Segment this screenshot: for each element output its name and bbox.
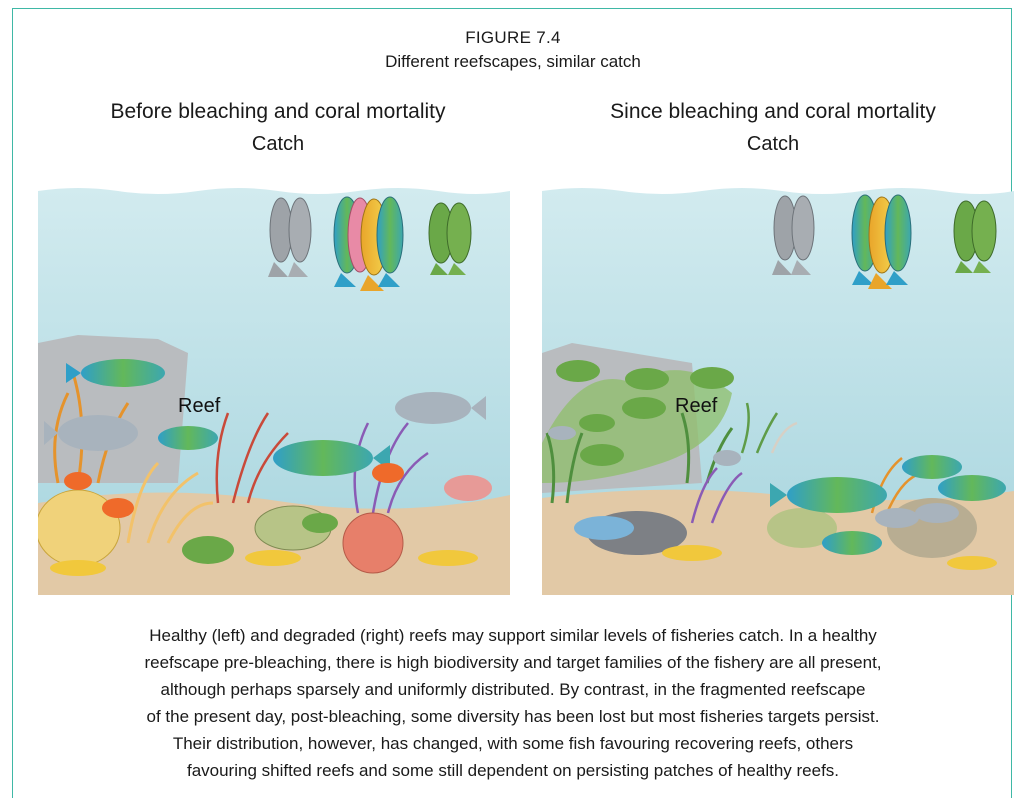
reefscape-since-illustration: [542, 183, 1014, 595]
panel-heading-before: Before bleaching and coral mortality: [38, 100, 518, 124]
figure-number: FIGURE 7.4: [0, 28, 1026, 48]
reef-label-before: Reef: [178, 395, 220, 418]
reef-label-since: Reef: [675, 395, 717, 418]
caption-line: favouring shifted reefs and some still d…: [30, 757, 996, 784]
caption-line: although perhaps sparsely and uniformly …: [30, 676, 996, 703]
catch-label-before: Catch: [38, 133, 518, 156]
caption-line: Their distribution, however, has changed…: [30, 730, 996, 757]
caption-line: of the present day, post-bleaching, some…: [30, 703, 996, 730]
panel-heading-since: Since bleaching and coral mortality: [533, 100, 1013, 124]
reefscape-before: Reef: [38, 183, 510, 595]
catch-label-since: Catch: [533, 133, 1013, 156]
reefscape-since: Reef: [542, 183, 1014, 595]
figure-title: Different reefscapes, similar catch: [0, 52, 1026, 72]
reefscape-before-illustration: [38, 183, 510, 595]
figure-caption: Healthy (left) and degraded (right) reef…: [30, 622, 996, 784]
caption-line: reefscape pre-bleaching, there is high b…: [30, 649, 996, 676]
caption-line: Healthy (left) and degraded (right) reef…: [30, 622, 996, 649]
